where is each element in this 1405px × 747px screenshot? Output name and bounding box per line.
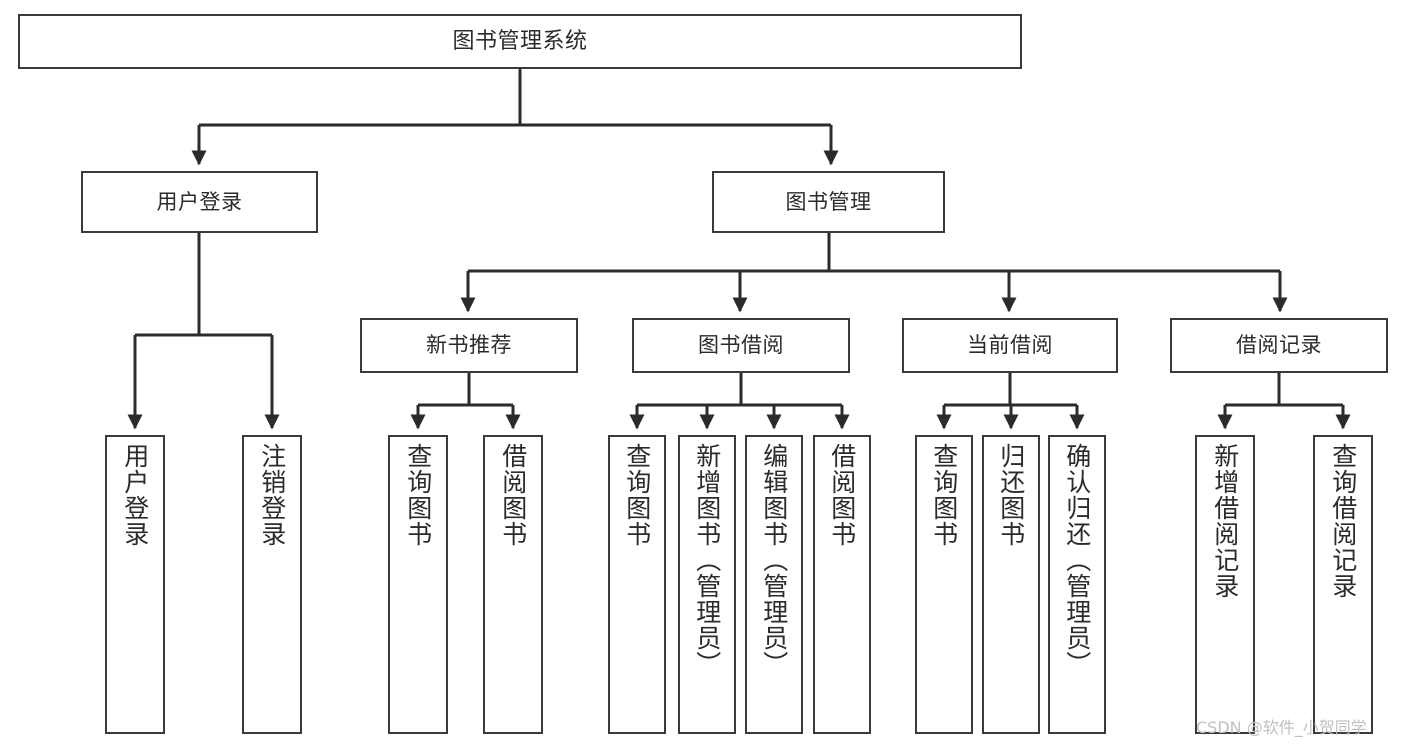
- node-leaf-query-book-3[interactable]: 查询图书: [915, 435, 973, 734]
- watermark-text: CSDN @软件_小贺同学: [1196, 718, 1367, 737]
- node-user-login[interactable]: 用户登录: [81, 171, 318, 233]
- node-current-borrow-label: 当前借阅: [967, 333, 1053, 358]
- node-leaf-confirm-return-admin-label: 确认归还（管理员）: [1062, 443, 1092, 677]
- node-book-borrow-label: 图书借阅: [698, 333, 784, 358]
- edges-current-borrow: [936, 373, 1085, 430]
- node-leaf-add-borrow-record[interactable]: 新增借阅记录: [1195, 435, 1255, 734]
- node-book-manage[interactable]: 图书管理: [712, 171, 945, 233]
- node-leaf-edit-book-admin-label: 编辑图书（管理员）: [759, 443, 789, 677]
- node-book-manage-label: 图书管理: [785, 189, 872, 214]
- node-leaf-logout-label: 注销登录: [257, 443, 287, 547]
- node-leaf-user-login[interactable]: 用户登录: [105, 435, 165, 734]
- node-leaf-borrow-book-2-label: 借阅图书: [827, 443, 857, 547]
- node-leaf-query-book-1-label: 查询图书: [403, 443, 433, 547]
- node-borrow-record-label: 借阅记录: [1236, 333, 1322, 358]
- node-leaf-add-book-admin[interactable]: 新增图书（管理员）: [678, 435, 736, 734]
- node-leaf-add-book-admin-label: 新增图书（管理员）: [692, 443, 722, 677]
- node-leaf-borrow-book-2[interactable]: 借阅图书: [813, 435, 871, 734]
- node-leaf-query-borrow-record[interactable]: 查询借阅记录: [1313, 435, 1373, 734]
- node-root[interactable]: 图书管理系统: [18, 14, 1022, 69]
- edges-user-login: [127, 233, 280, 430]
- node-leaf-borrow-book-1-label: 借阅图书: [498, 443, 528, 547]
- node-leaf-borrow-book-1[interactable]: 借阅图书: [483, 435, 543, 734]
- node-new-book-recommend[interactable]: 新书推荐: [360, 318, 578, 373]
- node-leaf-edit-book-admin[interactable]: 编辑图书（管理员）: [745, 435, 803, 734]
- node-leaf-add-borrow-record-label: 新增借阅记录: [1210, 443, 1240, 599]
- node-leaf-query-book-3-label: 查询图书: [929, 443, 959, 547]
- node-leaf-logout[interactable]: 注销登录: [242, 435, 302, 734]
- node-new-book-recommend-label: 新书推荐: [426, 333, 512, 358]
- node-leaf-query-book-2-label: 查询图书: [622, 443, 652, 547]
- edges-root-level: [191, 69, 839, 166]
- node-root-label: 图书管理系统: [452, 28, 588, 54]
- node-leaf-user-login-label: 用户登录: [120, 443, 150, 547]
- node-leaf-query-book-1[interactable]: 查询图书: [388, 435, 448, 734]
- node-leaf-query-book-2[interactable]: 查询图书: [608, 435, 666, 734]
- node-book-borrow[interactable]: 图书借阅: [632, 318, 850, 373]
- edges-book-manage: [460, 233, 1288, 313]
- edges-borrow-record: [1217, 373, 1351, 430]
- node-leaf-query-borrow-record-label: 查询借阅记录: [1328, 443, 1358, 599]
- edges-book-borrow: [629, 373, 850, 430]
- node-borrow-record[interactable]: 借阅记录: [1170, 318, 1388, 373]
- node-leaf-confirm-return-admin[interactable]: 确认归还（管理员）: [1048, 435, 1106, 734]
- node-leaf-return-book[interactable]: 归还图书: [982, 435, 1040, 734]
- node-current-borrow[interactable]: 当前借阅: [902, 318, 1118, 373]
- node-user-login-label: 用户登录: [156, 189, 243, 214]
- node-leaf-return-book-label: 归还图书: [996, 443, 1026, 547]
- edges-new-book-recommend: [410, 373, 521, 430]
